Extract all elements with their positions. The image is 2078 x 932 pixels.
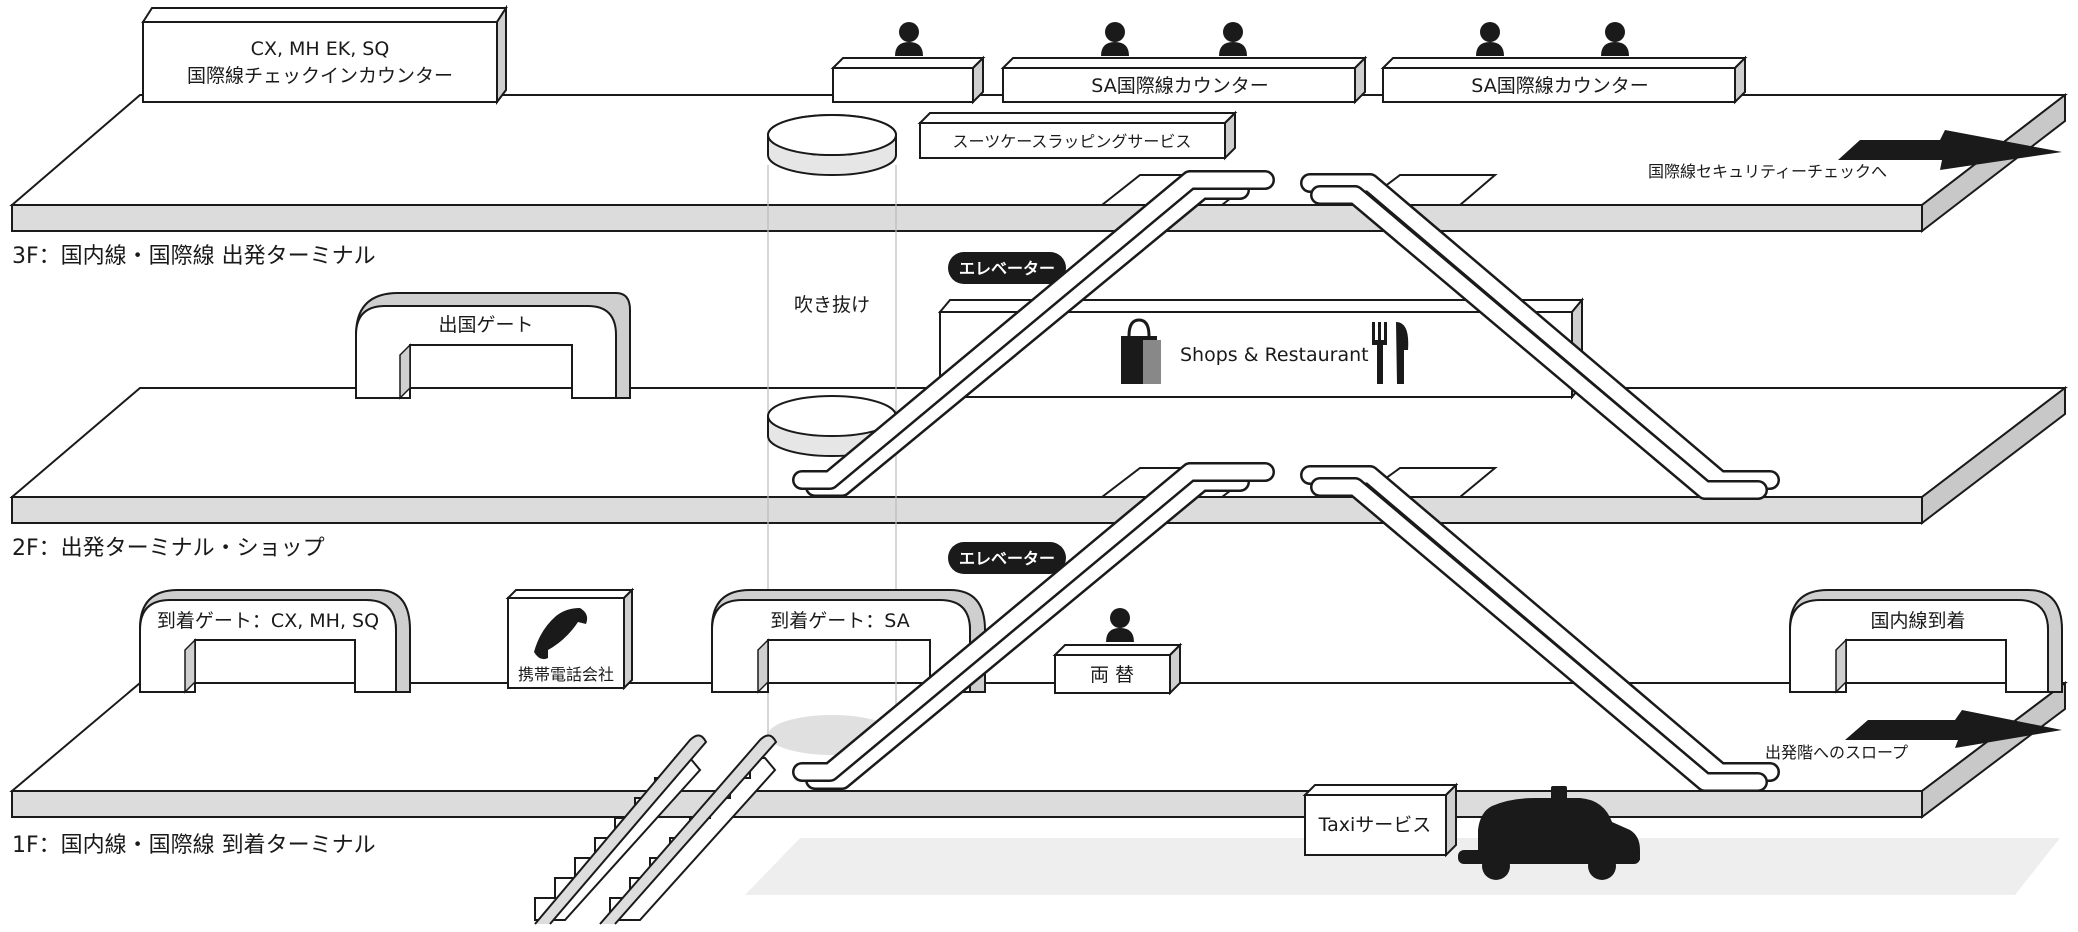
person-icon	[1476, 22, 1504, 56]
sa-counter-2-label: SA国際線カウンター	[1471, 75, 1648, 97]
taxi-icon	[1458, 786, 1640, 880]
shopping-bag-icon	[1121, 318, 1161, 384]
departure-gate-label: 出国ゲート	[438, 314, 533, 336]
suitcase-wrapping-label: スーツケースラッピングサービス	[953, 132, 1192, 151]
floor-1-label: 1F：国内線・国際線 到着ターミナル	[12, 833, 376, 858]
escalator-down-2f	[1300, 465, 1780, 792]
escalator-down-3f	[1300, 173, 1780, 500]
floor-2-slab	[9, 385, 2068, 526]
fork-knife-icon	[1372, 322, 1409, 384]
person-icon	[1106, 608, 1134, 642]
to-security-arrow: 国際線セキュリティーチェックへ	[1648, 130, 2062, 181]
domestic-arrival-gate: 国内線到着	[1789, 589, 2063, 694]
departure-gate: 出国ゲート	[355, 292, 631, 400]
person-icon	[1601, 22, 1629, 56]
road	[745, 838, 2060, 895]
phone-icon	[534, 608, 588, 660]
sa-counter-1-label: SA国際線カウンター	[1091, 75, 1268, 97]
elevator-1f-label: エレベーター	[959, 549, 1055, 568]
intl-checkin-line2: 国際線チェックインカウンター	[187, 65, 453, 87]
slope-arrow: 出発階へのスロープ	[1765, 710, 2062, 762]
domestic-arrival-label: 国内線到着	[1870, 610, 1965, 632]
slope-label: 出発階へのスロープ	[1765, 743, 1908, 762]
counter-desk-small	[830, 55, 986, 105]
mobile-phone-label: 携帯電話会社	[518, 665, 614, 684]
escalator-up-3f	[792, 170, 1275, 497]
escalator-up-2f	[792, 462, 1275, 790]
arrival-gate-1-label: 到着ゲート：CX, MH, SQ	[157, 610, 379, 632]
arrival-gate-sa-label: 到着ゲート：SA	[770, 610, 909, 632]
atrium-ring-2f	[767, 395, 897, 457]
person-icon	[895, 22, 923, 56]
intl-checkin-line1: CX, MH EK, SQ	[251, 38, 390, 60]
person-icon	[1219, 22, 1247, 56]
elevator-2f: エレベーター	[948, 252, 1066, 284]
elevator-1f: エレベーター	[948, 542, 1066, 574]
mobile-phone-booth: 携帯電話会社	[505, 587, 635, 691]
shops-label: Shops & Restaurant	[1180, 344, 1369, 366]
atrium-label: 吹き抜け	[794, 294, 870, 316]
floor-2-label: 2F：出発ターミナル・ショップ	[12, 536, 325, 561]
to-security-label: 国際線セキュリティーチェックへ	[1648, 162, 1887, 181]
arrival-gate-1: 到着ゲート：CX, MH, SQ	[139, 589, 411, 694]
sa-counter-1: SA国際線カウンター	[1000, 55, 1368, 105]
arrow-right-icon	[1838, 130, 2062, 170]
taxi-service-sign: Taxiサービス	[1302, 782, 1459, 858]
suitcase-wrapping-booth: スーツケースラッピングサービス	[917, 110, 1238, 161]
arrow-right-icon	[1845, 710, 2062, 748]
floor-3-label: 3F：国内線・国際線 出発ターミナル	[12, 244, 376, 269]
atrium-ring-3f	[767, 114, 897, 176]
floor-1-slab	[9, 680, 2068, 820]
exchange-counter: 両 替	[1052, 642, 1183, 696]
taxi-label: Taxiサービス	[1318, 814, 1432, 836]
sa-counter-2: SA国際線カウンター	[1380, 55, 1748, 105]
exchange-label: 両 替	[1090, 664, 1134, 686]
elevator-2f-label: エレベーター	[959, 259, 1055, 278]
intl-checkin-counter: CX, MH EK, SQ 国際線チェックインカウンター	[141, 4, 508, 105]
person-icon	[1101, 22, 1129, 56]
escalator-icon	[534, 734, 778, 925]
